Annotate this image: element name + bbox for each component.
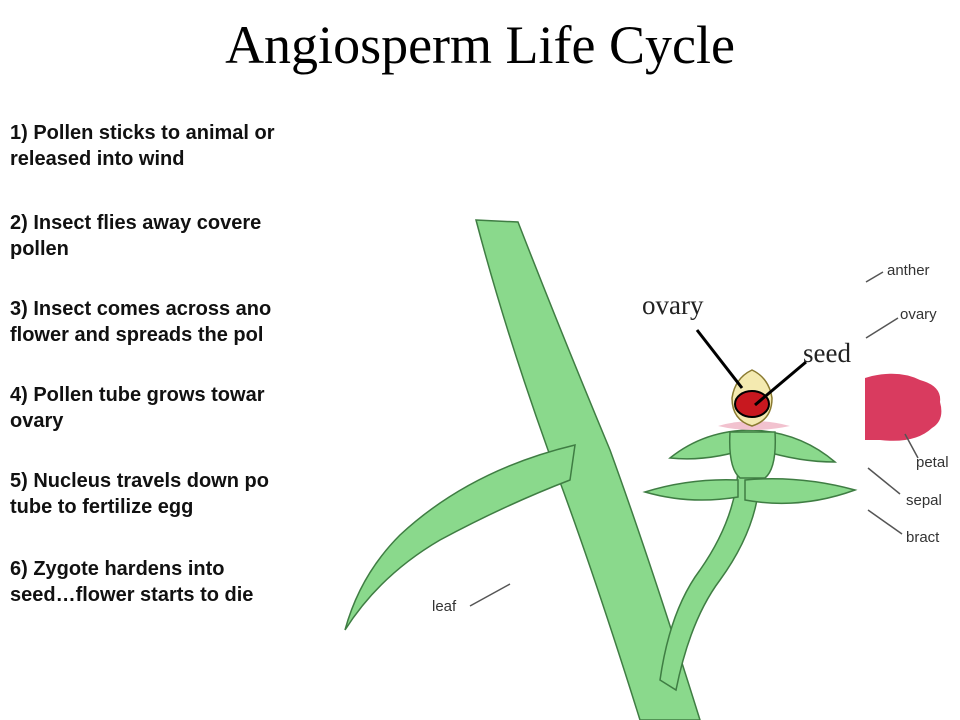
- petal-shape: [865, 373, 942, 441]
- seed-shape: [734, 390, 770, 418]
- step-3: 3) Insect comes across ano flower and sp…: [10, 298, 272, 346]
- petal-label: petal: [916, 454, 949, 471]
- sepal-label: sepal: [906, 492, 942, 509]
- step-5: 5) Nucleus travels down po tube to ferti…: [10, 470, 269, 518]
- bract-shape: [744, 478, 858, 505]
- seed-callout: seed: [803, 338, 851, 368]
- step-2: 2) Insect flies away covere pollen: [10, 212, 262, 260]
- bract-left-shape: [642, 479, 739, 501]
- bract-label: bract: [906, 529, 940, 546]
- step-1: 1) Pollen sticks to animal or released i…: [10, 122, 275, 170]
- flower-stem: [659, 469, 761, 692]
- main-stem: [475, 219, 701, 720]
- page-title: Angiosperm Life Cycle: [225, 15, 735, 75]
- ovary-label: ovary: [900, 306, 937, 323]
- steps-list: 1) Pollen sticks to animal or released i…: [10, 120, 358, 640]
- step-6: 6) Zygote hardens into seed…flower start…: [10, 558, 254, 606]
- leaf-label: leaf: [432, 598, 457, 615]
- step-4: 4) Pollen tube grows towar ovary: [10, 384, 265, 432]
- anther-label: anther: [887, 262, 930, 279]
- receptacle-shape: [728, 431, 777, 479]
- ovary-callout: ovary: [642, 290, 704, 320]
- leaf-shape: [344, 444, 576, 631]
